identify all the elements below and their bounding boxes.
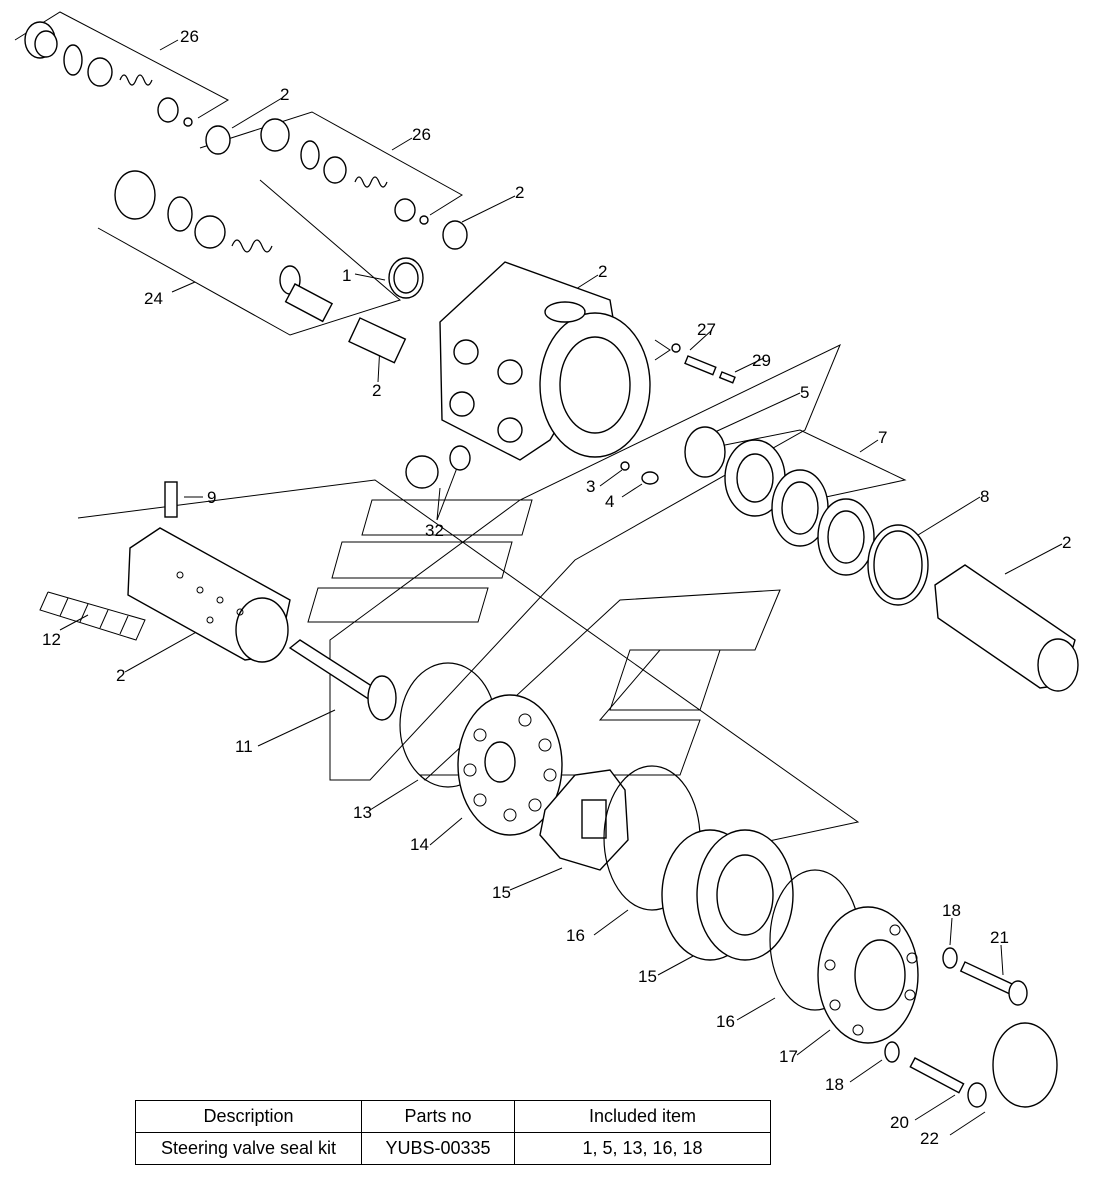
plugs-2 bbox=[205, 125, 468, 250]
washer-18-upper bbox=[942, 947, 958, 969]
end-cap-17 bbox=[817, 906, 919, 1044]
cell-description: Steering valve seal kit bbox=[135, 1132, 362, 1165]
ring-1 bbox=[388, 257, 424, 299]
rotor-15 bbox=[539, 769, 629, 871]
pin-27-29 bbox=[671, 343, 736, 384]
callout-7: 7 bbox=[878, 428, 887, 447]
callout-20: 20 bbox=[890, 1113, 909, 1132]
relief-valve-26-middle bbox=[260, 118, 429, 225]
callout-16b: 16 bbox=[716, 1012, 735, 1031]
callout-13: 13 bbox=[353, 803, 372, 822]
callout-2b: 2 bbox=[515, 183, 524, 202]
callout-21: 21 bbox=[990, 928, 1009, 947]
relief-valve-26-upper bbox=[24, 21, 193, 127]
stator-15 bbox=[661, 829, 794, 961]
callout-26a: 26 bbox=[180, 27, 199, 46]
cell-parts-no: YUBS-00335 bbox=[361, 1132, 515, 1165]
callout-8: 8 bbox=[980, 487, 989, 506]
group-brackets bbox=[14, 11, 907, 861]
callout-2d: 2 bbox=[372, 381, 381, 400]
callout-5: 5 bbox=[800, 383, 809, 402]
callout-2c: 2 bbox=[598, 262, 607, 281]
callout-3: 3 bbox=[586, 477, 595, 496]
valve-housing bbox=[439, 261, 651, 461]
header-description: Description bbox=[135, 1100, 362, 1133]
callout-2f: 2 bbox=[1062, 533, 1071, 552]
callout-16a: 16 bbox=[566, 926, 585, 945]
callout-11: 11 bbox=[235, 737, 253, 756]
callout-9: 9 bbox=[207, 488, 216, 507]
header-parts-no: Parts no bbox=[361, 1100, 515, 1133]
springs-12 bbox=[39, 591, 146, 641]
thrust-bearing-7 bbox=[724, 439, 875, 576]
callout-14: 14 bbox=[410, 835, 429, 854]
sleeve-2-left bbox=[127, 527, 291, 663]
plate-14 bbox=[457, 694, 563, 836]
callout-2e: 2 bbox=[116, 666, 125, 685]
callout-22: 22 bbox=[920, 1129, 939, 1148]
callout-24: 24 bbox=[144, 289, 163, 308]
callout-1: 1 bbox=[342, 266, 351, 285]
callout-29: 29 bbox=[752, 351, 771, 370]
callout-15b: 15 bbox=[638, 967, 657, 986]
seal-kit-table: Description Parts no Included item Steer… bbox=[135, 1100, 771, 1165]
callout-4: 4 bbox=[605, 492, 614, 511]
cell-included-item: 1, 5, 13, 16, 18 bbox=[514, 1132, 771, 1165]
bolt-21 bbox=[959, 961, 1028, 1006]
drive-shaft-11 bbox=[288, 639, 397, 721]
callout-2a: 2 bbox=[280, 85, 289, 104]
washer-18-lower bbox=[884, 1041, 900, 1063]
callout-26b: 26 bbox=[412, 125, 431, 144]
callout-18a: 18 bbox=[942, 901, 961, 920]
callout-27: 27 bbox=[697, 320, 716, 339]
ball-3-spring-4 bbox=[620, 461, 659, 485]
callout-15a: 15 bbox=[492, 883, 511, 902]
sleeve-2 bbox=[348, 317, 407, 364]
table-header-row: Description Parts no Included item bbox=[135, 1100, 771, 1133]
bolt-20 bbox=[909, 1057, 987, 1108]
fitting-32 bbox=[405, 445, 471, 489]
table-row: Steering valve seal kit YUBS-00335 1, 5,… bbox=[135, 1132, 771, 1165]
cover-22 bbox=[992, 1022, 1058, 1108]
callout-18b: 18 bbox=[825, 1075, 844, 1094]
callout-17: 17 bbox=[779, 1047, 798, 1066]
o-ring-5 bbox=[684, 426, 726, 478]
callout-12: 12 bbox=[42, 630, 61, 649]
valve-group-24 bbox=[114, 170, 334, 323]
callout-32: 32 bbox=[425, 521, 444, 540]
ring-8 bbox=[867, 524, 929, 606]
header-included-item: Included item bbox=[514, 1100, 771, 1133]
spool-2 bbox=[934, 564, 1079, 692]
callout-labels: 26 26 24 1 2 2 2 2 2 2 27 29 5 7 8 9 3 4… bbox=[42, 27, 1071, 1148]
pin-9 bbox=[164, 481, 178, 518]
